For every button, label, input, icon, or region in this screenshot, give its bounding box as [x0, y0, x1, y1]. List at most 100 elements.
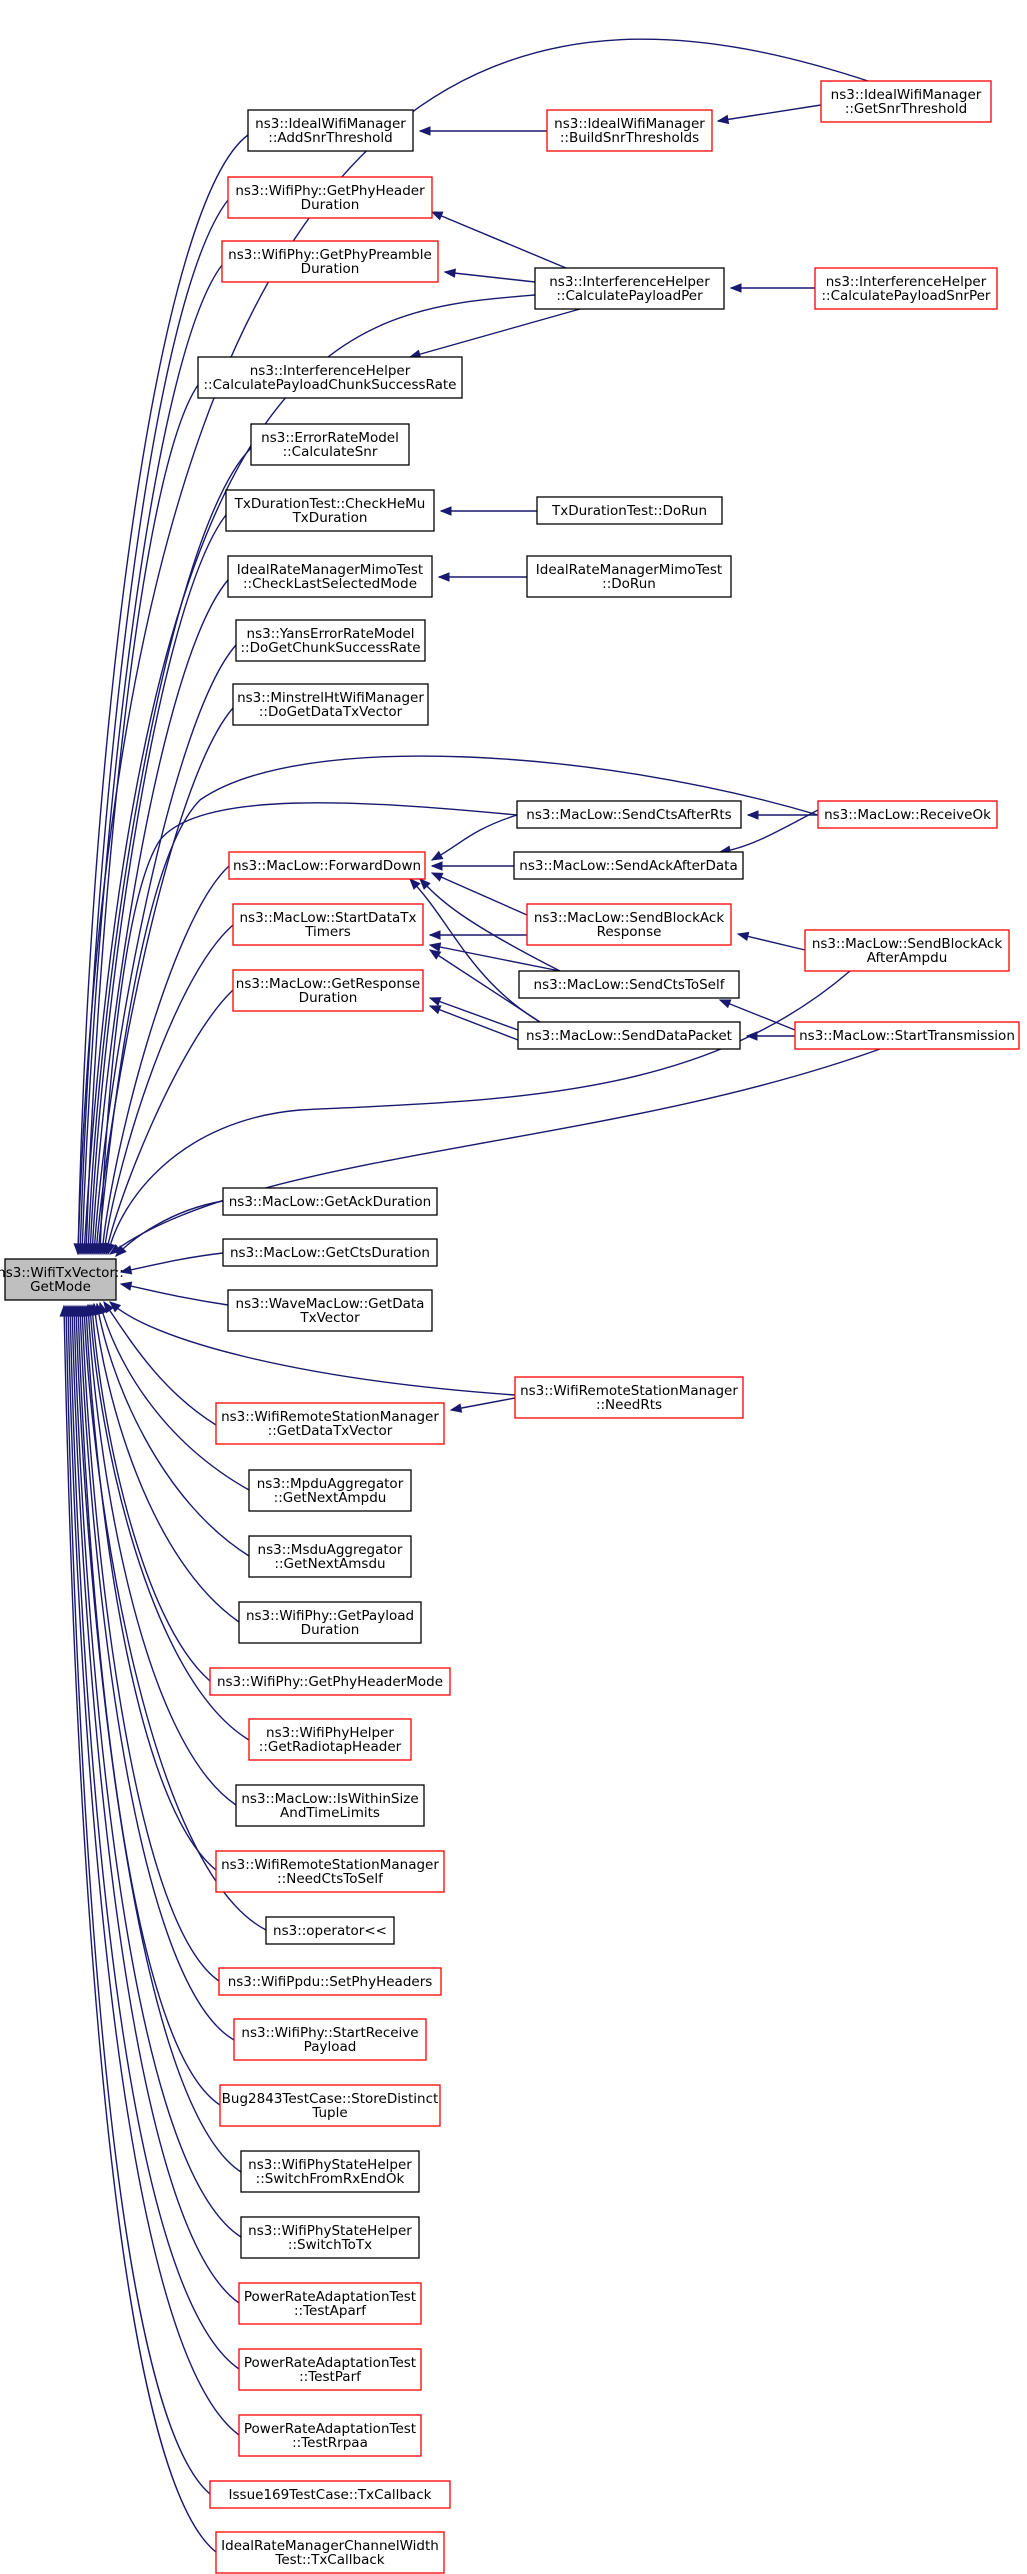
node-label-line: ::DoGetDataTxVector [259, 704, 403, 720]
node-calcPayloadSnrPer[interactable]: ns3::InterferenceHelper::CalculatePayloa… [814, 267, 998, 310]
node-calcChunk[interactable]: ns3::InterferenceHelper::CalculatePayloa… [197, 356, 463, 399]
node-sendDataPacket[interactable]: ns3::MacLow::SendDataPacket [517, 1021, 741, 1050]
node-label-line: ns3::WifiPhyStateHelper [248, 2157, 412, 2173]
node-mimoDoRun[interactable]: IdealRateManagerMimoTest::DoRun [526, 555, 732, 598]
node-label-line: ns3::ErrorRateModel [261, 430, 399, 446]
node-box [215, 1402, 445, 1445]
node-checkLast[interactable]: IdealRateManagerMimoTest::CheckLastSelec… [227, 555, 433, 598]
node-getAckDur[interactable]: ns3::MacLow::GetAckDuration [222, 1187, 438, 1216]
node-forwardDown[interactable]: ns3::MacLow::ForwardDown [228, 851, 426, 880]
node-label-line: IdealRateManagerMimoTest [237, 562, 423, 578]
node-label-line: ns3::InterferenceHelper [250, 363, 411, 379]
call-edge-line [109, 1048, 881, 1255]
node-calcPayloadPer[interactable]: ns3::InterferenceHelper::CalculatePayloa… [534, 267, 725, 310]
call-edge [108, 1301, 516, 1396]
call-graph-edges [59, 38, 881, 2553]
node-msduAgg[interactable]: ns3::MsduAggregator::GetNextAmsdu [248, 1535, 412, 1578]
node-sendCtsToSelf[interactable]: ns3::MacLow::SendCtsToSelf [518, 970, 740, 999]
call-edge [408, 308, 581, 359]
node-receiveOk[interactable]: ns3::MacLow::ReceiveOk [817, 800, 998, 829]
node-needRts[interactable]: ns3::WifiRemoteStationManager::NeedRts [514, 1376, 744, 1419]
node-waveGetData[interactable]: ns3::WaveMacLow::GetDataTxVector [227, 1289, 433, 1332]
node-box [518, 970, 740, 999]
node-label-line: Duration [301, 1622, 360, 1638]
arrowhead-icon [428, 942, 442, 952]
node-label-line: Issue169TestCase::TxCallback [229, 2487, 432, 2503]
node-radiotap[interactable]: ns3::WifiPhyHelper::GetRadiotapHeader [248, 1718, 412, 1761]
node-label-line: ::GetRadiotapHeader [259, 1739, 402, 1755]
call-edge-line [103, 924, 234, 1255]
node-label-line: TxDurationTest::DoRun [551, 503, 707, 519]
node-label-line: ns3::YansErrorRateModel [247, 626, 415, 642]
node-idealChannelWidth[interactable]: IdealRateManagerChannelWidthTest::TxCall… [215, 2531, 445, 2574]
node-label-line: ns3::MsduAggregator [258, 1542, 403, 1558]
node-label-line: ns3::MinstrelHtWifiManager [237, 690, 424, 706]
node-box [218, 1967, 442, 1996]
call-edge-line [120, 1252, 224, 1273]
node-getPhyHeaderMode[interactable]: ns3::WifiPhy::GetPhyHeaderMode [209, 1667, 451, 1696]
node-box [215, 1850, 445, 1893]
node-label-line: ns3::IdealWifiManager [831, 87, 982, 103]
node-label-line: ns3::MacLow::SendCtsToSelf [534, 977, 726, 993]
node-switchFromRx[interactable]: ns3::WifiPhyStateHelper::SwitchFromRxEnd… [240, 2150, 420, 2193]
node-calcSnr[interactable]: ns3::ErrorRateModel::CalculateSnr [250, 423, 410, 466]
node-label-line: ::AddSnrThreshold [268, 130, 392, 146]
node-box [817, 800, 998, 829]
node-getSnrThr[interactable]: ns3::IdealWifiManager::GetSnrThreshold [820, 80, 992, 123]
node-setPhyHeaders[interactable]: ns3::WifiPpdu::SetPhyHeaders [218, 1967, 442, 1996]
node-testRrpaa[interactable]: PowerRateAdaptationTest::TestRrpaa [238, 2414, 422, 2457]
node-box [219, 2084, 441, 2127]
node-box [227, 555, 433, 598]
arrowhead-icon [428, 997, 442, 1007]
node-getCtsDur[interactable]: ns3::MacLow::GetCtsDuration [222, 1238, 438, 1267]
arrowhead-icon [729, 283, 742, 293]
node-needCtsToSelf[interactable]: ns3::WifiRemoteStationManager::NeedCtsTo… [215, 1850, 445, 1893]
call-edge [106, 970, 851, 1256]
node-addSnr[interactable]: ns3::IdealWifiManager::AddSnrThreshold [247, 109, 414, 152]
arrowhead-icon [418, 126, 431, 136]
node-mpduAgg[interactable]: ns3::MpduAggregator::GetNextAmpdu [248, 1469, 412, 1512]
node-root[interactable]: ns3::WifiTxVector::GetMode [0, 1258, 124, 1301]
node-switchToTx[interactable]: ns3::WifiPhyStateHelper::SwitchToTx [240, 2216, 420, 2259]
node-testParf[interactable]: PowerRateAdaptationTest::TestParf [238, 2348, 422, 2391]
node-label-line: ns3::WifiPhyHelper [266, 1725, 394, 1741]
call-edge-line [89, 514, 227, 1255]
node-operatorOut[interactable]: ns3::operator<< [265, 1916, 395, 1945]
node-issue169[interactable]: Issue169TestCase::TxCallback [209, 2480, 451, 2509]
call-edge-line [115, 1200, 224, 1257]
node-box [265, 1916, 395, 1945]
node-label-line: TxVector [299, 1310, 360, 1326]
node-sendCtsAfterRts[interactable]: ns3::MacLow::SendCtsAfterRts [516, 800, 742, 829]
node-label-line: Tuple [311, 2105, 347, 2121]
node-label-line: ::CheckLastSelectedMode [243, 576, 417, 592]
node-sendAckAfterData[interactable]: ns3::MacLow::SendAckAfterData [513, 851, 744, 880]
call-edge [718, 999, 796, 1031]
arrowhead-icon [409, 878, 421, 890]
node-box [4, 1258, 117, 1301]
node-minstrelHt[interactable]: ns3::MinstrelHtWifiManager::DoGetDataTxV… [232, 683, 429, 726]
call-edge-line [737, 933, 806, 951]
node-buildSnr[interactable]: ns3::IdealWifiManager::BuildSnrThreshold… [546, 109, 713, 152]
arrowhead-icon [430, 872, 444, 882]
node-box [248, 1718, 412, 1761]
node-label-line: ns3::MacLow::GetAckDuration [229, 1194, 432, 1210]
node-testAparf[interactable]: PowerRateAdaptationTest::TestAparf [238, 2282, 422, 2325]
node-txDurDoRun[interactable]: TxDurationTest::DoRun [536, 496, 723, 525]
node-startTransmission[interactable]: ns3::MacLow::StartTransmission [794, 1021, 1020, 1050]
call-edge-line [75, 1305, 242, 2173]
node-box [517, 1021, 741, 1050]
arrowhead-icon [443, 268, 456, 278]
node-yansChunk[interactable]: ns3::YansErrorRateModel::DoGetChunkSucce… [235, 619, 426, 662]
node-getDataTxVec[interactable]: ns3::WifiRemoteStationManager::GetDataTx… [215, 1402, 445, 1445]
